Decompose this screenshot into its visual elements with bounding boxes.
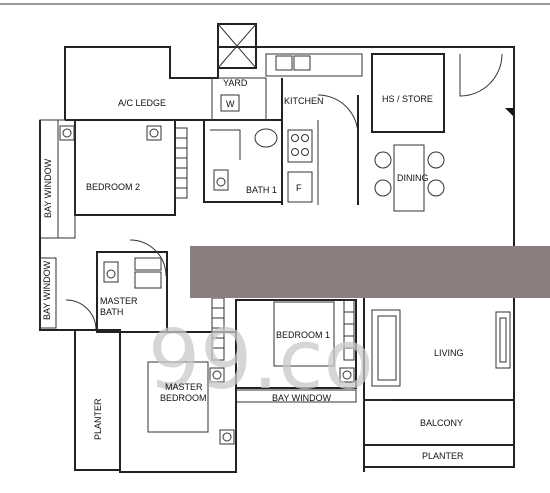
redaction-bar <box>190 246 550 298</box>
yard-shaft <box>217 23 257 69</box>
label-master-bedroom-2: BEDROOM <box>160 393 207 403</box>
label-bay-window-2: BAY WINDOW <box>42 260 52 320</box>
wardrobe-bedroom-2 <box>174 127 188 199</box>
bay-window-2-box <box>39 257 57 329</box>
label-bath-1: BATH 1 <box>246 185 277 195</box>
label-balcony: BALCONY <box>420 418 463 428</box>
dining-table <box>374 144 445 212</box>
kitchen-stove <box>287 129 313 163</box>
kitchen-counter-top <box>265 53 363 77</box>
bedroom-2-door-swing <box>129 239 167 277</box>
label-bay-window-1: BAY WINDOW <box>43 158 53 218</box>
entrance-door <box>459 53 503 97</box>
label-master-bedroom-1: MASTER <box>165 382 203 392</box>
watermark: 99.co <box>148 313 374 408</box>
bay-window-3-box <box>235 389 357 403</box>
label-planter-bottom: PLANTER <box>422 451 464 461</box>
label-bay-window-3: BAY WINDOW <box>272 393 332 403</box>
bedroom-1-walls <box>235 299 357 389</box>
master-bath-toilet <box>103 261 119 283</box>
label-hs-store: HS / STORE <box>382 94 433 104</box>
yard-room <box>211 77 267 121</box>
label-planter-left: PLANTER <box>93 398 103 440</box>
label-washer: W <box>226 99 235 109</box>
master-bed <box>147 361 209 433</box>
bath-1-toilet <box>213 169 229 191</box>
label-kitchen: KITCHEN <box>284 96 324 106</box>
wardrobe-bedroom-1 <box>343 299 355 361</box>
tv-console <box>495 311 511 369</box>
kitchen-door-swing <box>317 94 359 136</box>
label-master-bath-1: MASTER <box>100 296 138 306</box>
bath-1-sink <box>254 128 278 148</box>
label-bedroom-2: BEDROOM 2 <box>86 182 140 192</box>
washer-box <box>220 94 240 112</box>
bed-1 <box>273 301 335 367</box>
label-dining: DINING <box>397 173 429 183</box>
label-fridge: F <box>296 183 302 193</box>
label-master-bath-2: BATH <box>100 307 123 317</box>
planter-bottom-box <box>363 444 515 468</box>
label-bedroom-1: BEDROOM 1 <box>276 330 330 340</box>
sofa <box>371 309 401 387</box>
label-yard: YARD <box>223 78 248 88</box>
hs-store-walls <box>371 53 445 133</box>
label-ac-ledge: A/C LEDGE <box>118 98 166 108</box>
label-living: LIVING <box>434 348 464 358</box>
fridge-box <box>287 171 313 203</box>
master-bath-sink <box>134 271 162 289</box>
columns <box>59 125 355 445</box>
